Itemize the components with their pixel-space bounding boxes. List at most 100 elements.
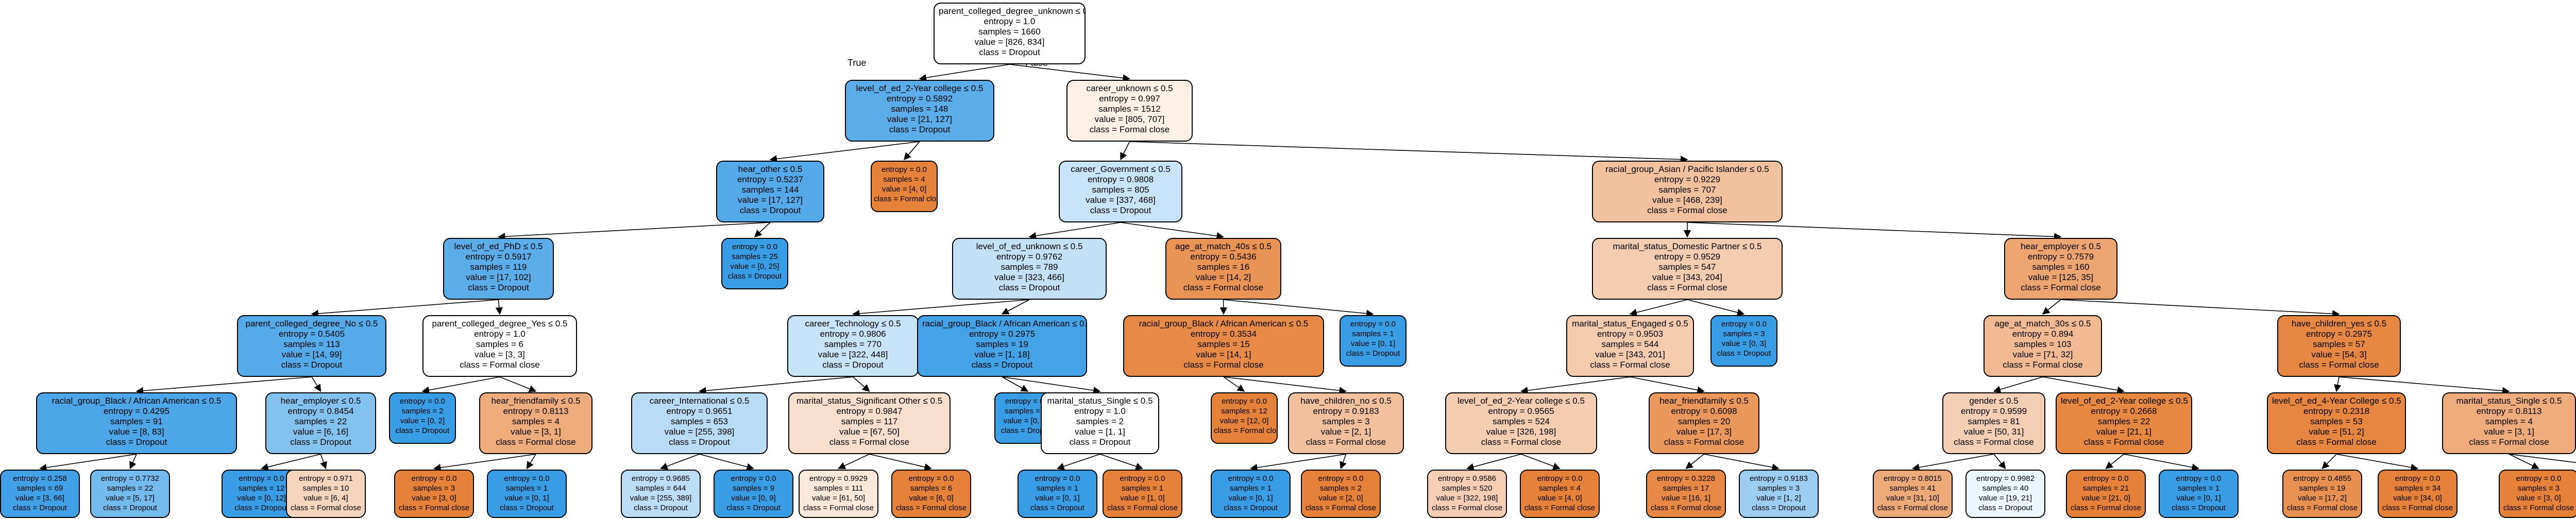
node-line: value = [2, 0] <box>1318 494 1363 503</box>
node-line: class = Dropout <box>739 205 801 215</box>
node-line: entropy = 0.997 <box>1099 94 1160 103</box>
node-line: entropy = 1.0 <box>984 16 1036 26</box>
node-line: marital_status_Significant Other ≤ 0.5 <box>796 396 943 406</box>
node-line: value = [255, 389] <box>630 494 692 503</box>
node-line: value = [3, 1] <box>2484 427 2534 437</box>
node-line: samples = 524 <box>1492 417 1550 426</box>
node-line: samples = 17 <box>1663 484 1709 493</box>
tree-edge-30-49 <box>1057 454 1100 470</box>
tree-edge-10-18 <box>1223 299 1374 317</box>
node-line: samples = 16 <box>1197 262 1250 272</box>
tree-edge-34-56 <box>1704 454 1780 471</box>
node-line: value = [3, 0] <box>2516 494 2561 503</box>
node-line: entropy = 0.5405 <box>278 329 345 339</box>
node-line: value = [6, 0] <box>909 494 954 503</box>
node-line: samples = 15 <box>1197 339 1250 349</box>
node-line: entropy = 0.0 <box>411 474 457 483</box>
node-line: samples = 1 <box>1036 484 1079 493</box>
node-line: samples = 144 <box>741 185 799 195</box>
node-line: class = Formal close <box>1305 504 1377 512</box>
node-line: entropy = 0.4855 <box>2293 474 2351 483</box>
node-line: class = Dropout <box>500 504 554 512</box>
node-line: samples = 644 <box>635 484 686 493</box>
node-line: entropy = 0.0 <box>1721 320 1767 328</box>
tree-edge-38-63 <box>2509 454 2539 469</box>
node-line: value = [323, 466] <box>994 272 1064 282</box>
tree-edge-33-53 <box>1466 454 1521 471</box>
tree-edge-28-47 <box>838 454 870 470</box>
node-line: entropy = 0.0 <box>2516 474 2562 483</box>
node-line: hear_employer ≤ 0.5 <box>280 396 361 406</box>
node-line: value = [0, 9] <box>731 494 776 503</box>
node-line: class = Formal close <box>2286 504 2358 512</box>
tree-edge-12-22 <box>2060 299 2340 318</box>
node-line: value = [50, 31] <box>1963 427 2024 437</box>
node-line: value = [54, 3] <box>2311 350 2367 359</box>
node-line: class = Formal close <box>1664 437 1744 447</box>
node-line: samples = 2 <box>1076 417 1124 426</box>
tree-edge-7-14 <box>495 299 503 315</box>
node-line: value = [16, 1] <box>1662 494 1710 503</box>
node-line: entropy = 0.0 <box>1350 320 1396 328</box>
node-line: entropy = 0.7732 <box>100 474 159 483</box>
node-line: entropy = 0.0 <box>732 243 777 251</box>
tree-edge-15-27 <box>699 376 853 394</box>
node-line: entropy = 0.0 <box>2395 474 2441 483</box>
node-line: samples = 12 <box>1221 407 1267 416</box>
node-line: entropy = 0.0 <box>2176 474 2222 483</box>
node-line: entropy = 0.9529 <box>1654 252 1721 262</box>
node-line: level_of_ed_2-Year college ≤ 0.5 <box>856 83 984 93</box>
node-line: class = Dropout <box>669 437 730 447</box>
node-line: value = [3, 0] <box>412 494 456 503</box>
node-line: samples = 57 <box>2313 339 2365 349</box>
node-line: samples = 770 <box>824 339 882 349</box>
node-line: class = Dropout <box>1717 349 1771 358</box>
node-line: samples = 40 <box>1982 484 2029 493</box>
node-line: class = Formal close <box>2083 437 2164 447</box>
node-line: hear_employer ≤ 0.5 <box>2021 241 2101 251</box>
node-line: samples = 41 <box>1889 484 1936 493</box>
node-line: value = [3, 1] <box>511 427 561 437</box>
node-line: entropy = 0.2975 <box>969 329 1036 339</box>
tree-edge-15-28 <box>852 376 870 392</box>
node-line: value = [343, 201] <box>1595 350 1665 359</box>
tree-edge-24-42 <box>320 454 327 470</box>
node-line: class = Formal close <box>1647 205 1727 215</box>
node-line: samples = 117 <box>841 417 898 426</box>
node-line: entropy = 1.0 <box>1074 406 1126 416</box>
node-line: value = [17, 2] <box>2298 494 2347 503</box>
node-line: value = [6, 4] <box>303 494 348 503</box>
node-line: value = [31, 10] <box>1886 494 1939 503</box>
node-line: class = Formal close <box>1954 437 2034 447</box>
node-line: entropy = 0.0 <box>882 165 927 174</box>
node-line: racial_group_Black / African American ≤ … <box>1139 319 1309 328</box>
tree-edge-23-39 <box>39 454 137 472</box>
node-line: entropy = 0.8454 <box>287 406 354 416</box>
node-line: value = [8, 83] <box>109 427 164 437</box>
node-line: class = Formal close <box>803 504 874 512</box>
node-line: career_unknown ≤ 0.5 <box>1086 83 1173 93</box>
node-line: samples = 4 <box>1538 484 1581 493</box>
node-line: value = [51, 2] <box>2309 427 2364 437</box>
node-line: samples = 1 <box>505 484 548 493</box>
node-line: class = Formal close <box>2070 504 2142 512</box>
tree-edge-3-8 <box>754 222 771 237</box>
node-line: class = Formal close <box>1650 504 1722 512</box>
node-line: samples = 544 <box>1601 339 1659 349</box>
